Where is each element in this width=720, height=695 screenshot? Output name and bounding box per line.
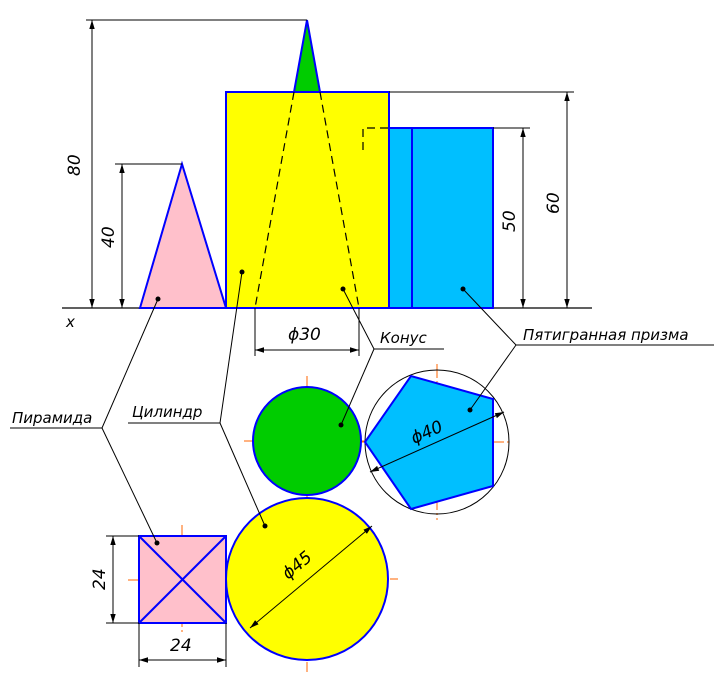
pyramid-top-edge-2 bbox=[138, 535, 227, 624]
cylinder-label: Цилиндр bbox=[132, 403, 202, 421]
cylinder-front-view bbox=[225, 91, 390, 309]
dim-80-label: 80 bbox=[65, 154, 85, 176]
dim-24h-label: 24 bbox=[170, 636, 192, 656]
cone-label: Конус bbox=[380, 329, 428, 347]
dim-24v-label: 24 bbox=[90, 568, 110, 590]
axis-label: x bbox=[65, 313, 75, 331]
dim-40-label: 40 bbox=[99, 226, 119, 248]
cone-hidden-edge-left bbox=[254, 91, 295, 309]
dim-45-diameter-line bbox=[249, 525, 373, 629]
cone-leader-line-top bbox=[340, 348, 375, 426]
prism-front-view bbox=[388, 127, 494, 309]
dim-50-label: 50 bbox=[500, 210, 520, 232]
cone-top-view bbox=[252, 386, 362, 496]
cylinder-leader-line-top bbox=[219, 422, 266, 527]
prism-label: Пятигранная призма bbox=[523, 326, 689, 344]
prism-hidden-top bbox=[362, 127, 389, 150]
dim-40-diameter-line bbox=[369, 411, 505, 473]
cone-tip-front-view bbox=[292, 19, 322, 93]
pyramid-front-view bbox=[138, 160, 228, 309]
cylinder-top-view bbox=[225, 497, 389, 661]
dim-30-label: ϕ30 bbox=[288, 325, 321, 345]
cone-hidden-edge-right bbox=[319, 91, 360, 309]
prism-leader-line-top bbox=[469, 344, 517, 411]
pyramid-label: Пирамида bbox=[12, 409, 92, 427]
pyramid-leader-line-top bbox=[101, 427, 158, 544]
dim-60-label: 60 bbox=[544, 192, 564, 214]
